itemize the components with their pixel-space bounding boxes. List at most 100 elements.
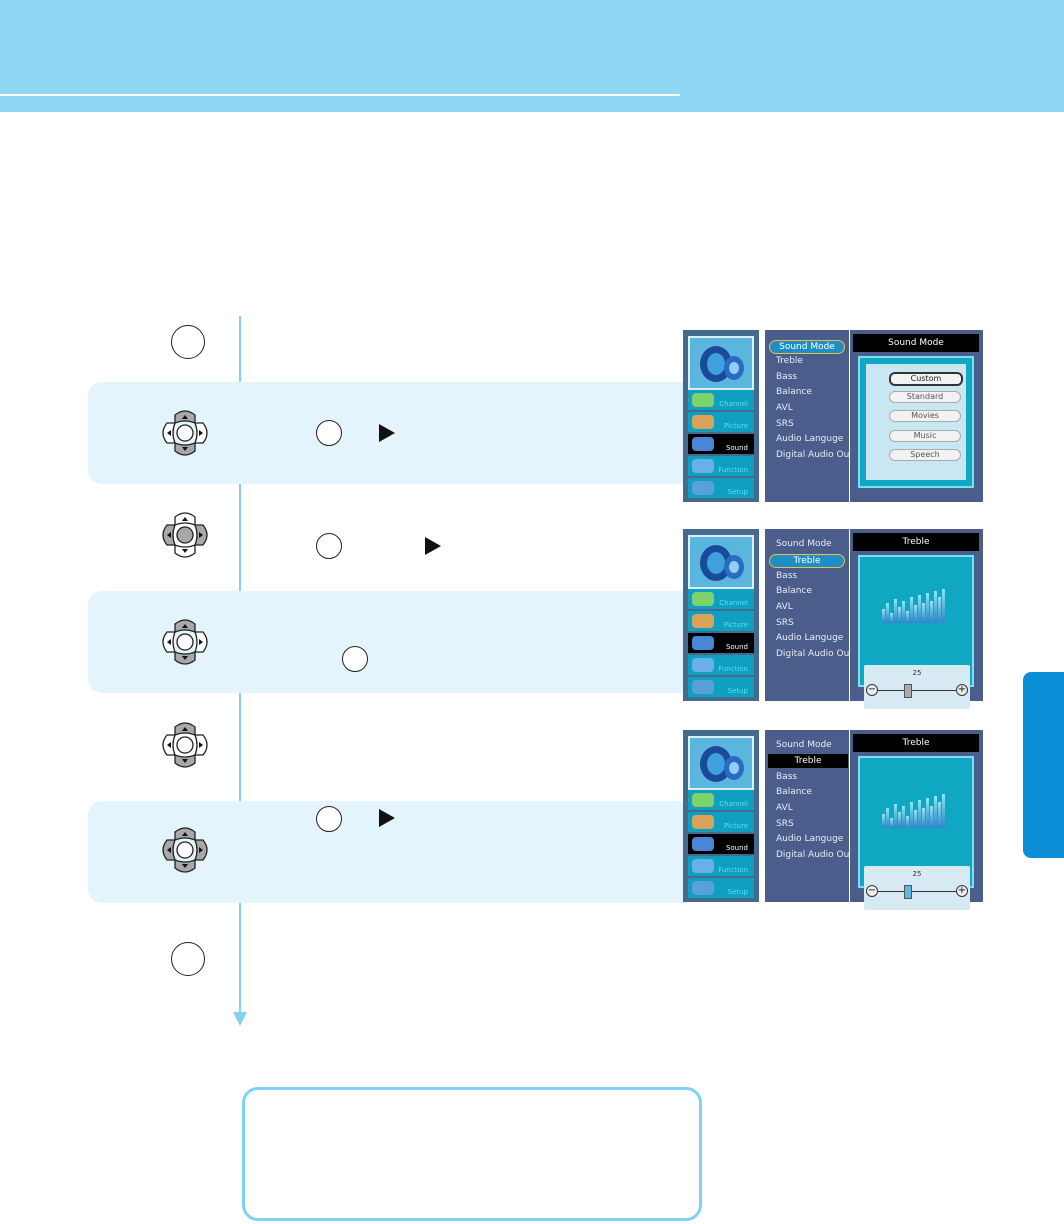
menu-item-bass[interactable]: Bass: [776, 372, 798, 382]
minus-icon: −: [866, 885, 878, 897]
arrow-right-icon: [379, 809, 395, 827]
ok-circle-icon: [342, 646, 368, 672]
menu-item-digital-audio-out[interactable]: Digital Audio Out: [776, 450, 853, 460]
menu-item-avl[interactable]: AVL: [776, 803, 793, 813]
category-channel[interactable]: Channel: [688, 790, 754, 810]
sound-icon: [692, 837, 714, 851]
option-movies[interactable]: Movies: [889, 410, 961, 422]
category-channel[interactable]: Channel: [688, 589, 754, 609]
speaker-icon: [688, 736, 754, 790]
category-sound[interactable]: Sound: [688, 834, 754, 854]
category-picture[interactable]: Picture: [688, 812, 754, 832]
option-standard[interactable]: Standard: [889, 391, 961, 403]
category-setup[interactable]: Setup: [688, 478, 754, 498]
category-channel[interactable]: Channel: [688, 390, 754, 410]
speaker-icon: [688, 535, 754, 589]
category-function[interactable]: Function: [688, 856, 754, 876]
ok-circle-icon: [316, 533, 342, 559]
slider-track: [878, 891, 956, 892]
treble-slider[interactable]: 25 − +: [864, 665, 970, 709]
detail-panel: 25 − +: [858, 756, 974, 910]
menu-item-sound-mode[interactable]: Sound Mode: [776, 539, 832, 549]
note-box: [242, 1087, 702, 1221]
slider-thumb[interactable]: [904, 684, 912, 698]
menu-item-sound-mode[interactable]: Sound Mode: [769, 340, 845, 354]
sound-icon: [692, 437, 714, 451]
section-side-tab: [1023, 672, 1064, 858]
menu-item-audio-language[interactable]: Audio Languge: [776, 434, 844, 444]
option-speech[interactable]: Speech: [889, 449, 961, 461]
dpad-updown-icon: [162, 722, 208, 768]
picture-icon: [692, 815, 714, 829]
menu-item-balance[interactable]: Balance: [776, 787, 812, 797]
detail-title: Sound Mode: [853, 334, 979, 352]
menu-item-srs[interactable]: SRS: [776, 618, 794, 628]
menu-item-audio-language[interactable]: Audio Languge: [776, 834, 844, 844]
menu-button-icon: [171, 325, 205, 359]
menu-item-audio-language[interactable]: Audio Languge: [776, 633, 844, 643]
category-function[interactable]: Function: [688, 655, 754, 675]
exit-button-icon: [171, 942, 205, 976]
category-sound[interactable]: Sound: [688, 434, 754, 454]
osd-category-panel: Channel Picture Sound Function Setup: [683, 330, 759, 502]
equalizer-graphic: [882, 794, 972, 830]
detail-title: Treble: [853, 533, 979, 551]
menu-item-digital-audio-out[interactable]: Digital Audio Out: [776, 850, 853, 860]
picture-icon: [692, 614, 714, 628]
option-music[interactable]: Music: [889, 430, 961, 442]
osd-detail-panel: Treble 25 − +: [850, 730, 983, 910]
osd-detail-panel: Treble 25 − +: [850, 529, 983, 709]
osd-menu-list: Sound Mode Treble Bass Balance AVL SRS A…: [765, 730, 853, 902]
dpad-updown-icon: [162, 619, 208, 665]
option-custom[interactable]: Custom: [889, 372, 963, 386]
menu-item-srs[interactable]: SRS: [776, 819, 794, 829]
menu-item-avl[interactable]: AVL: [776, 602, 793, 612]
menu-item-balance[interactable]: Balance: [776, 586, 812, 596]
function-icon: [692, 459, 714, 473]
slider-value: 25: [912, 669, 922, 677]
channel-icon: [692, 592, 714, 606]
detail-panel: 25 − +: [858, 555, 974, 709]
menu-item-balance[interactable]: Balance: [776, 387, 812, 397]
osd-menu-list: Sound Mode Treble Bass Balance AVL SRS A…: [765, 529, 853, 701]
setup-icon: [692, 680, 714, 694]
menu-item-sound-mode[interactable]: Sound Mode: [776, 740, 832, 750]
plus-icon: +: [956, 885, 968, 897]
treble-slider[interactable]: 25 − +: [864, 866, 970, 910]
menu-item-treble[interactable]: Treble: [768, 754, 848, 768]
osd-screen-treble-adjust: Channel Picture Sound Function Setup Sou…: [683, 730, 983, 910]
slider-thumb[interactable]: [904, 885, 912, 899]
osd-screen-sound-mode: Channel Picture Sound Function Setup Sou…: [683, 330, 983, 502]
category-function[interactable]: Function: [688, 456, 754, 476]
osd-detail-panel: Sound Mode Custom Standard Movies Music …: [850, 330, 983, 502]
ok-circle-icon: [316, 806, 342, 832]
osd-screen-treble-select: Channel Picture Sound Function Setup Sou…: [683, 529, 983, 709]
menu-item-treble[interactable]: Treble: [776, 356, 803, 366]
detail-panel: Custom Standard Movies Music Speech: [858, 356, 974, 488]
category-picture[interactable]: Picture: [688, 412, 754, 432]
menu-item-avl[interactable]: AVL: [776, 403, 793, 413]
page-header: [0, 0, 1064, 112]
category-setup[interactable]: Setup: [688, 878, 754, 898]
picture-icon: [692, 415, 714, 429]
minus-icon: −: [866, 684, 878, 696]
plus-icon: +: [956, 684, 968, 696]
category-picture[interactable]: Picture: [688, 611, 754, 631]
osd-category-panel: Channel Picture Sound Function Setup: [683, 730, 759, 902]
menu-item-bass[interactable]: Bass: [776, 571, 798, 581]
menu-item-bass[interactable]: Bass: [776, 772, 798, 782]
setup-icon: [692, 481, 714, 495]
detail-title: Treble: [853, 734, 979, 752]
menu-item-digital-audio-out[interactable]: Digital Audio Out: [776, 649, 853, 659]
category-setup[interactable]: Setup: [688, 677, 754, 697]
osd-menu-list: Sound Mode Treble Bass Balance AVL SRS A…: [765, 330, 853, 502]
slider-value: 25: [912, 870, 922, 878]
menu-item-treble[interactable]: Treble: [769, 554, 845, 568]
menu-item-srs[interactable]: SRS: [776, 419, 794, 429]
category-sound[interactable]: Sound: [688, 633, 754, 653]
dpad-down-icon: [162, 410, 208, 456]
slider-track: [878, 690, 956, 691]
flow-arrow-icon: [233, 1012, 247, 1026]
equalizer-graphic: [882, 589, 972, 625]
sound-icon: [692, 636, 714, 650]
